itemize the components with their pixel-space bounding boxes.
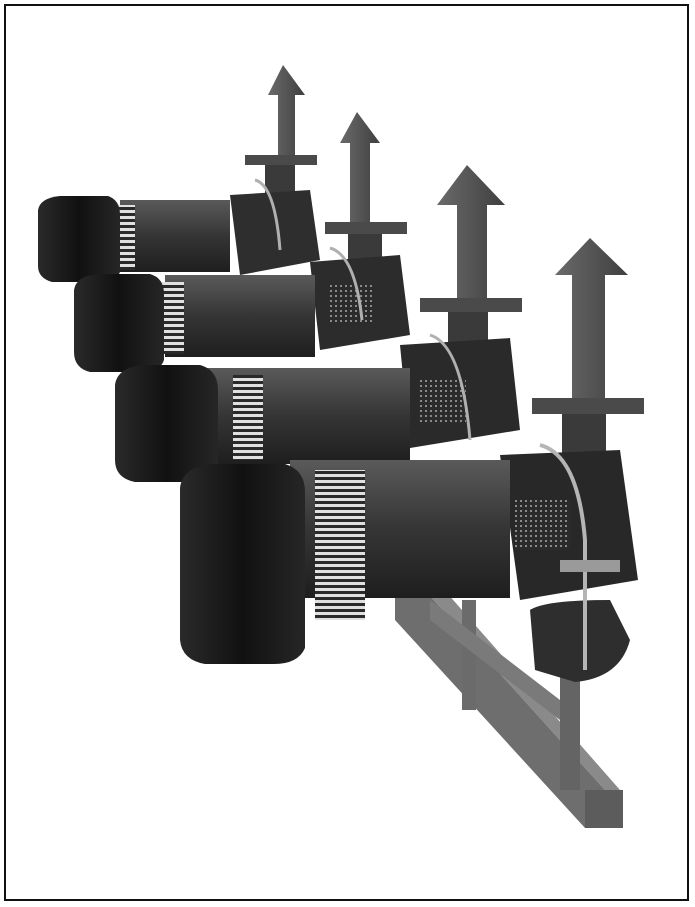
flow-arrow-1 bbox=[268, 65, 305, 160]
base-rack bbox=[395, 585, 623, 828]
pump-unit-4 bbox=[180, 238, 644, 682]
pump-unit-2 bbox=[74, 112, 410, 372]
pump-unit-1 bbox=[38, 65, 320, 282]
flow-arrow-4 bbox=[555, 238, 628, 398]
flow-arrow-2 bbox=[340, 112, 380, 225]
flow-arrow-3 bbox=[437, 165, 505, 300]
pump-unit-3 bbox=[115, 165, 522, 482]
